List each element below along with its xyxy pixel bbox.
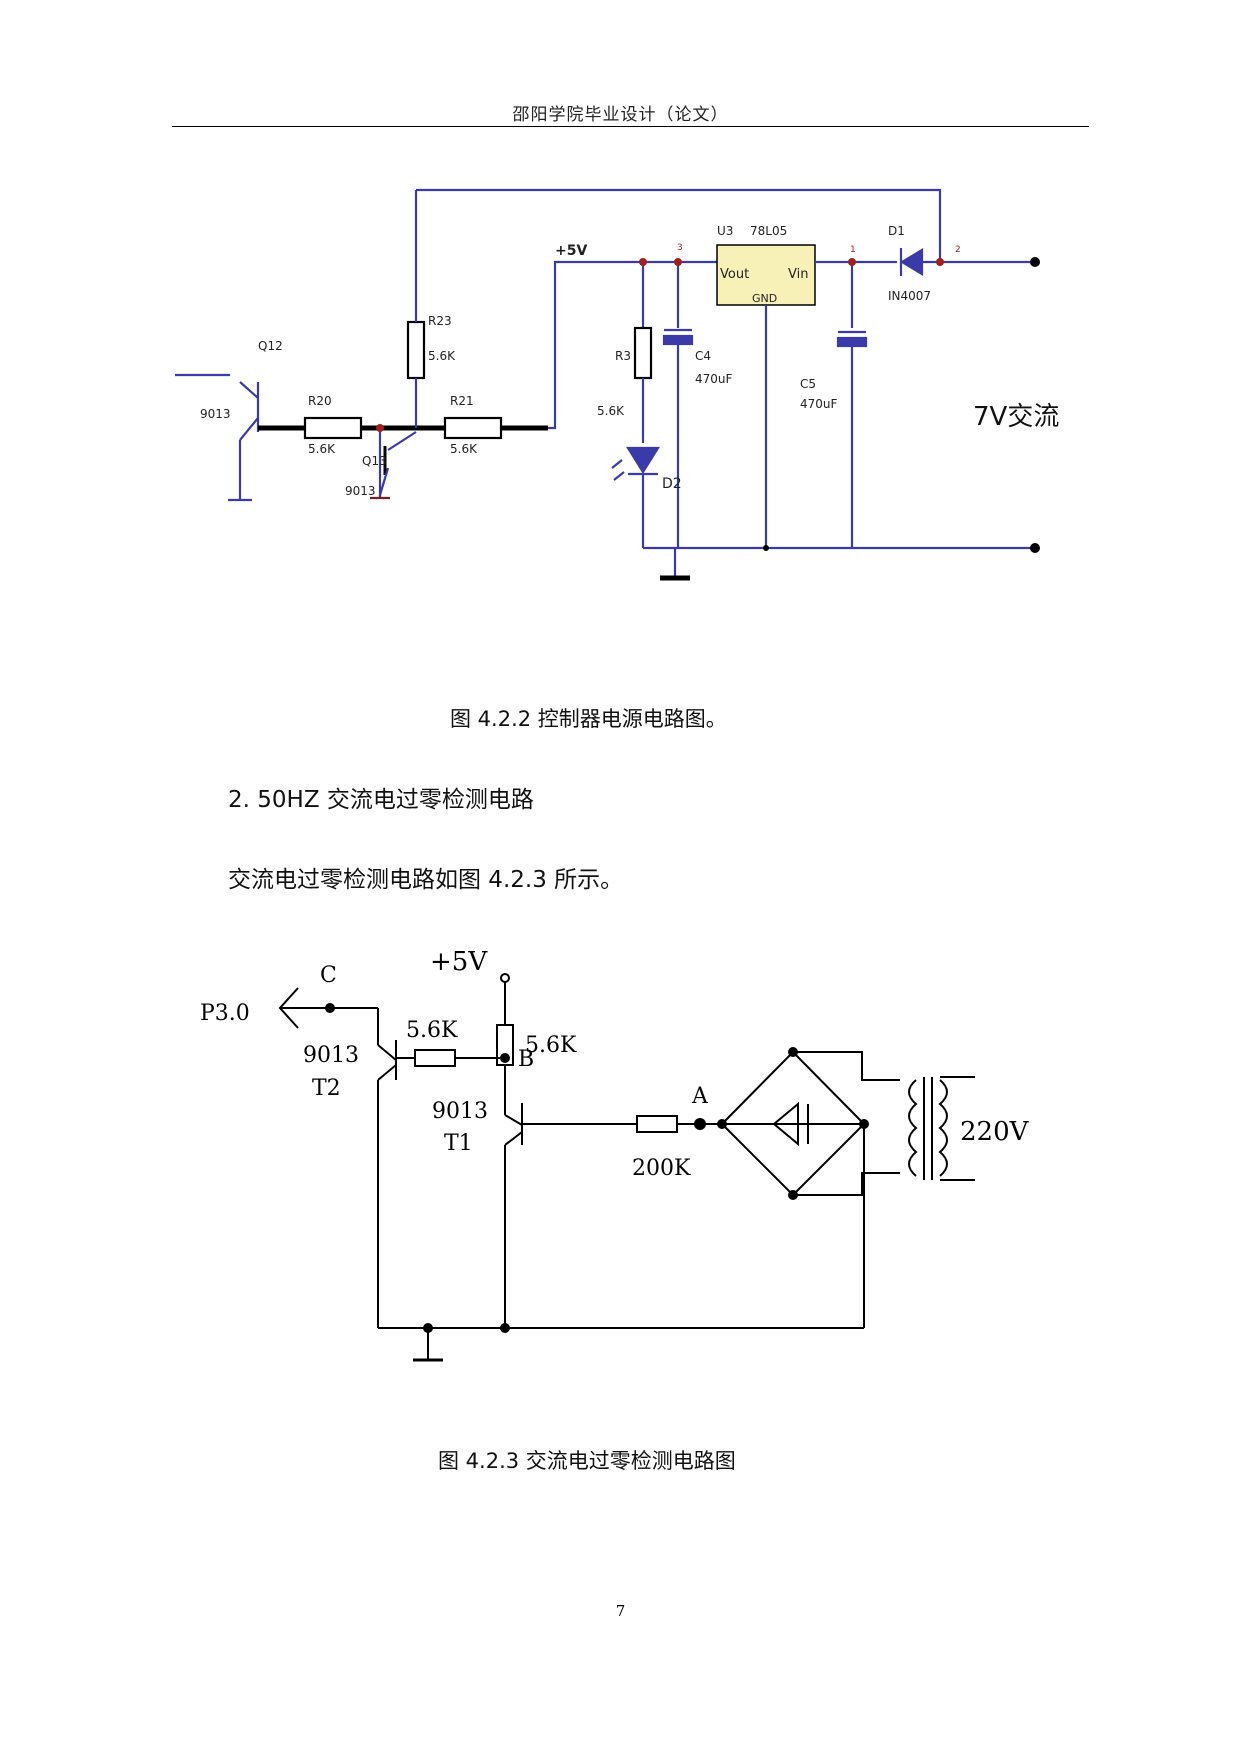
label-plus5v: +5V xyxy=(430,947,488,977)
ac-terminal-top xyxy=(1030,257,1040,267)
d2-led xyxy=(626,446,660,475)
u3-vin: Vin xyxy=(788,267,808,282)
u3-label: U3 xyxy=(717,224,733,238)
section-intro: 交流电过零检测电路如图 4.2.3 所示。 xyxy=(228,867,624,893)
figure-2-caption: 图 4.2.3 交流电过零检测电路图 xyxy=(438,1449,736,1473)
r23-value: 5.6K xyxy=(428,349,456,363)
page-header-title: 邵阳学院毕业设计（论文） xyxy=(512,105,729,125)
u3-model: 78L05 xyxy=(750,224,787,238)
plus5v-label: +5V xyxy=(555,243,587,259)
label-t2-model: 9013 xyxy=(303,1043,359,1068)
feedback-wire xyxy=(416,188,942,262)
section-heading: 2. 50HZ 交流电过零检测电路 xyxy=(228,787,534,813)
q12-model: 9013 xyxy=(200,407,231,421)
c5-capacitor xyxy=(836,336,868,348)
label-t1-model: 9013 xyxy=(432,1099,488,1124)
d2-label: D2 xyxy=(662,476,682,492)
power-supply-circuit-diagram: Q12 9013 R20 5.6K Q13 9013 R23 5.6K R21 … xyxy=(175,188,1059,581)
r21-label: R21 xyxy=(450,394,474,408)
c4-capacitor xyxy=(662,334,694,346)
c4-value: 470uF xyxy=(695,372,733,386)
r3-value: 5.6K xyxy=(597,404,625,418)
d1-model: IN4007 xyxy=(888,289,931,303)
r20-value: 5.6K xyxy=(308,442,336,456)
r21-value: 5.6K xyxy=(450,442,478,456)
d1-diode xyxy=(899,248,924,276)
pin-2-label: 2 xyxy=(955,245,961,255)
ac-7v-label: 7V交流 xyxy=(973,402,1059,432)
c5-value: 470uF xyxy=(800,397,838,411)
r3-resistor xyxy=(633,326,653,380)
label-c: C xyxy=(320,963,337,988)
label-200k: 200K xyxy=(632,1156,691,1181)
label-220v: 220V xyxy=(960,1117,1030,1147)
transformer-secondary xyxy=(938,1079,948,1177)
t2-base-resistor xyxy=(414,1049,456,1067)
c5-label: C5 xyxy=(800,377,816,391)
r20-resistor xyxy=(303,416,363,440)
r23-resistor xyxy=(406,320,426,380)
figure-1-caption: 图 4.2.2 控制器电源电路图。 xyxy=(450,707,727,731)
q12-label: Q12 xyxy=(258,339,283,353)
r200k-resistor xyxy=(636,1115,678,1133)
q13-model: 9013 xyxy=(345,484,376,498)
zero-crossing-circuit-diagram: C P3.0 +5V 5.6K 5.6K 9013 T2 B 9013 T1 A… xyxy=(200,947,1030,1362)
d1-label: D1 xyxy=(888,224,905,238)
pin-1-label: 1 xyxy=(850,245,856,255)
label-t1: T1 xyxy=(444,1131,473,1156)
label-t2: T2 xyxy=(312,1076,341,1101)
label-b: B xyxy=(518,1047,534,1072)
u3-gnd: GND xyxy=(752,292,777,305)
label-p30: P3.0 xyxy=(200,1001,250,1026)
label-base-resistor-value: 5.6K xyxy=(406,1018,458,1043)
pin-3-label: 3 xyxy=(677,243,683,253)
label-a: A xyxy=(691,1084,709,1109)
c4-label: C4 xyxy=(695,349,711,363)
page-number: 7 xyxy=(615,1602,626,1620)
r23-label: R23 xyxy=(428,314,452,328)
vcc-terminal xyxy=(500,973,510,983)
plus5v-rail xyxy=(548,260,717,430)
u3-vout: Vout xyxy=(720,267,749,282)
r3-label: R3 xyxy=(615,349,631,363)
r21-resistor xyxy=(443,416,503,440)
u3-regulator xyxy=(716,244,816,306)
header-rule xyxy=(172,126,1089,127)
label-pullup-value: 5.6K xyxy=(525,1033,577,1058)
transformer-primary xyxy=(908,1079,918,1177)
ac-terminal-bottom xyxy=(1030,543,1040,553)
r20-label: R20 xyxy=(308,394,332,408)
q13-label: Q13 xyxy=(362,454,387,468)
